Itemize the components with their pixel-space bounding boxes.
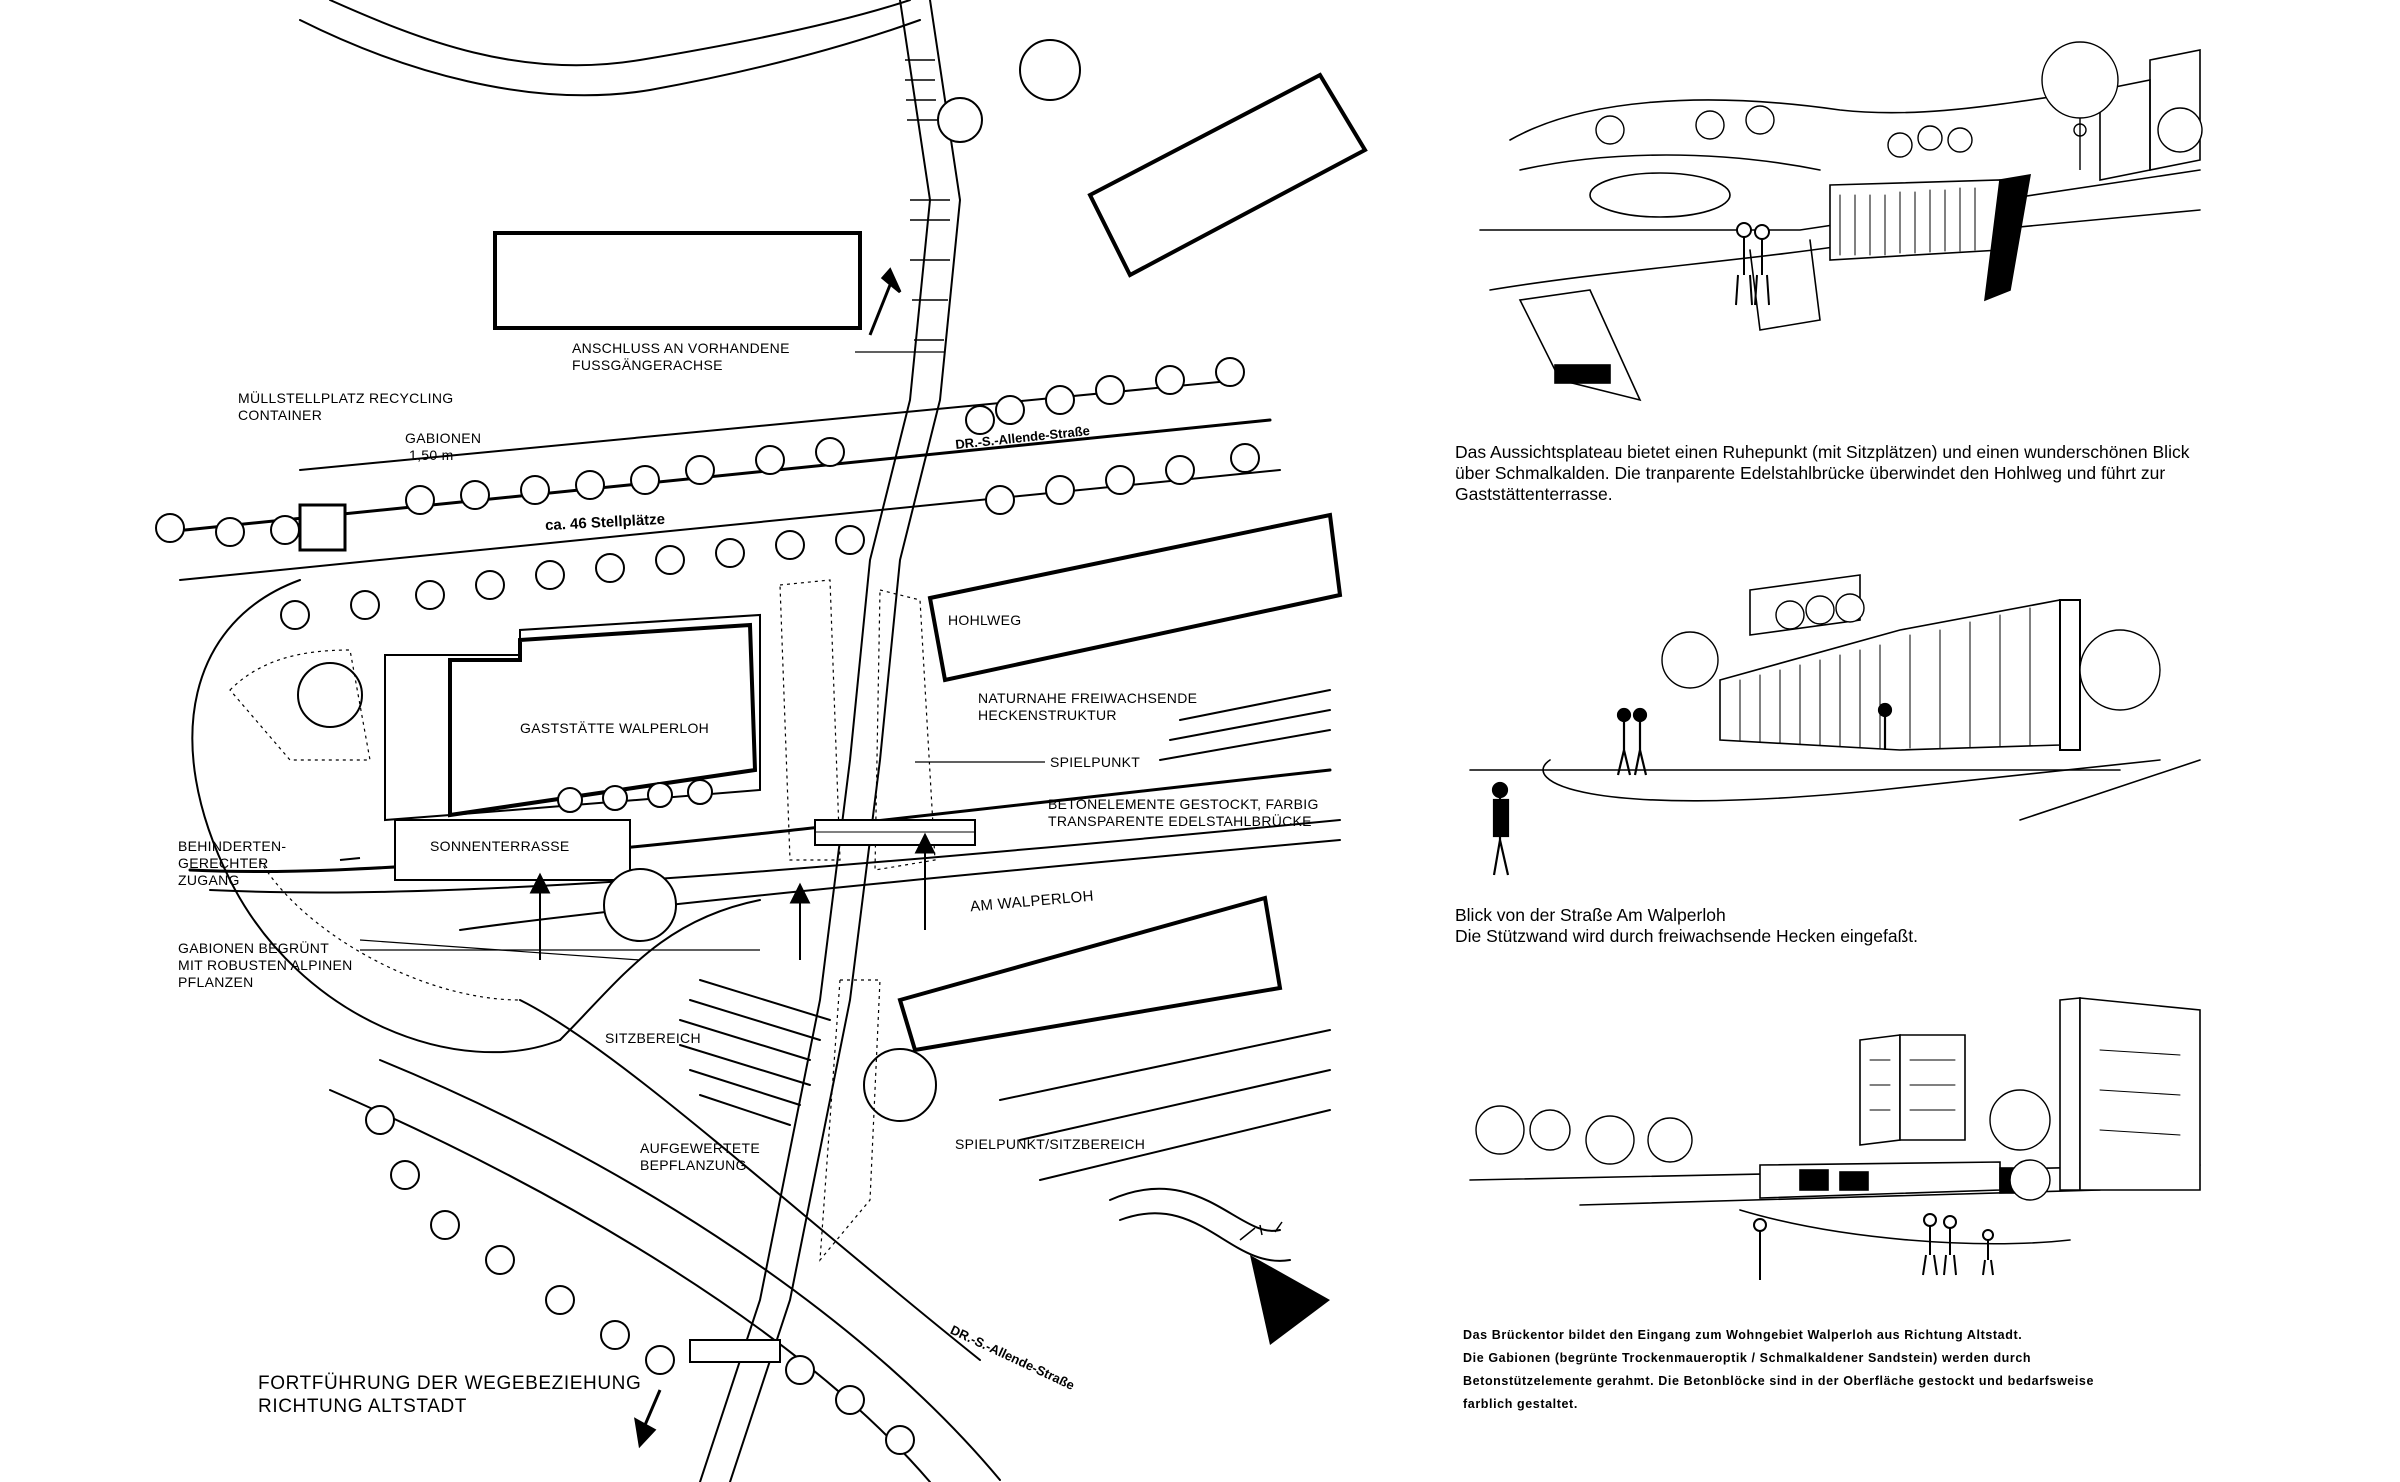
label-spielpunkt: SPIELPUNKT xyxy=(1050,754,1141,770)
north-arrow-icon xyxy=(1239,1221,1330,1345)
label-gaststaette: GASTSTÄTTE WALPERLOH xyxy=(520,720,710,736)
sketch-am-walperloh xyxy=(1469,574,2201,876)
label-sitzbereich: SITZBEREICH xyxy=(605,1030,701,1046)
caption-aussichtsplateau: Das Aussichtsplateau bietet einen Ruhepu… xyxy=(1455,442,2190,504)
sketch-aussichtsplateau xyxy=(1479,41,2203,402)
label-sonnenterrasse: SONNENTERRASSE xyxy=(430,838,570,854)
caption-brueckentor: Das Brückentor bildet den Eingang zum Wo… xyxy=(1463,1328,2095,1411)
caption-am-walperloh: Blick von der Straße Am Walperloh Die St… xyxy=(1455,905,1919,946)
sketch-brueckentor xyxy=(1469,997,2201,1280)
site-plan-drawing xyxy=(155,0,1368,1482)
label-spielpunkt-sitzbereich: SPIELPUNKT/SITZBEREICH xyxy=(955,1136,1146,1152)
label-hohlweg: HOHLWEG xyxy=(948,612,1022,628)
